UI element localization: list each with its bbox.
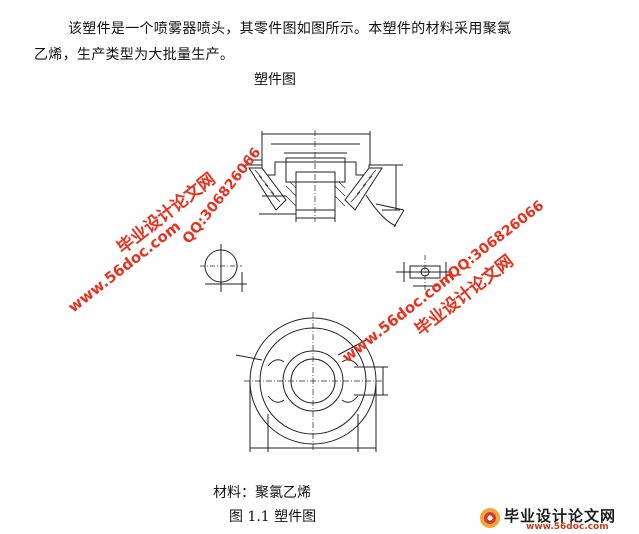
section-view [238,130,405,228]
logo-badge-icon [480,508,500,528]
intro-paragraph: 该塑件是一个喷雾器喷头，其零件图如图所示。本塑件的材料采用聚氯 乙烯，生产类型为… [34,16,624,68]
figure-title: 塑件图 [254,72,296,88]
figure-caption: 图 1.1 塑件图 [229,509,317,525]
paragraph-line-2: 乙烯，生产类型为大批量生产。 [34,47,235,63]
logo-url: www.56doc.com [526,522,609,532]
material-caption: 材料：聚氯乙烯 [213,485,311,501]
logo-name: 毕业设计论文网 [504,507,617,525]
detail-circle-left [200,244,247,292]
detail-section-right [396,255,452,290]
plan-view [235,312,388,452]
paragraph-line-1: 该塑件是一个喷雾器喷头，其零件图如图所示。本塑件的材料采用聚氯 [68,21,512,37]
corner-logo: 毕业设计论文网 www.56doc.com [478,504,633,532]
